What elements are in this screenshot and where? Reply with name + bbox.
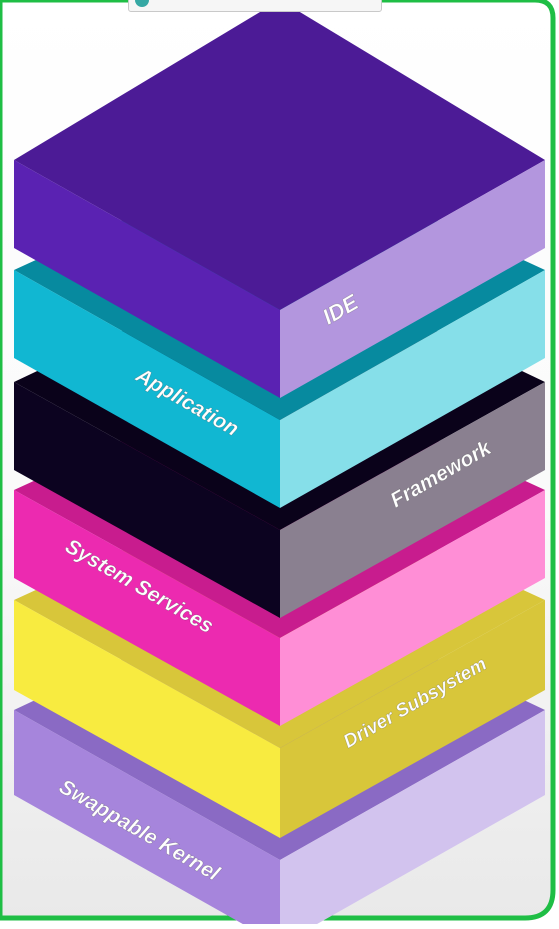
- layer-ide: IDE: [14, 0, 545, 398]
- layer-right-face: [280, 382, 545, 618]
- layer-left-face: [14, 710, 280, 929]
- layer-right-face: [280, 600, 545, 838]
- layer-left-face: [14, 270, 280, 508]
- layer-top-face: [14, 0, 545, 310]
- layer-right-face: [280, 270, 545, 508]
- title-badge: [128, 0, 382, 12]
- layer-left-face: [14, 490, 280, 726]
- layer-right-face: [280, 160, 545, 398]
- layer-right-face: [280, 710, 545, 929]
- layer-right-face: [280, 490, 545, 726]
- layer-left-face: [14, 160, 280, 398]
- badge-logo-icon: [135, 0, 149, 7]
- layer-left-face: [14, 600, 280, 838]
- layer-left-face: [14, 382, 280, 618]
